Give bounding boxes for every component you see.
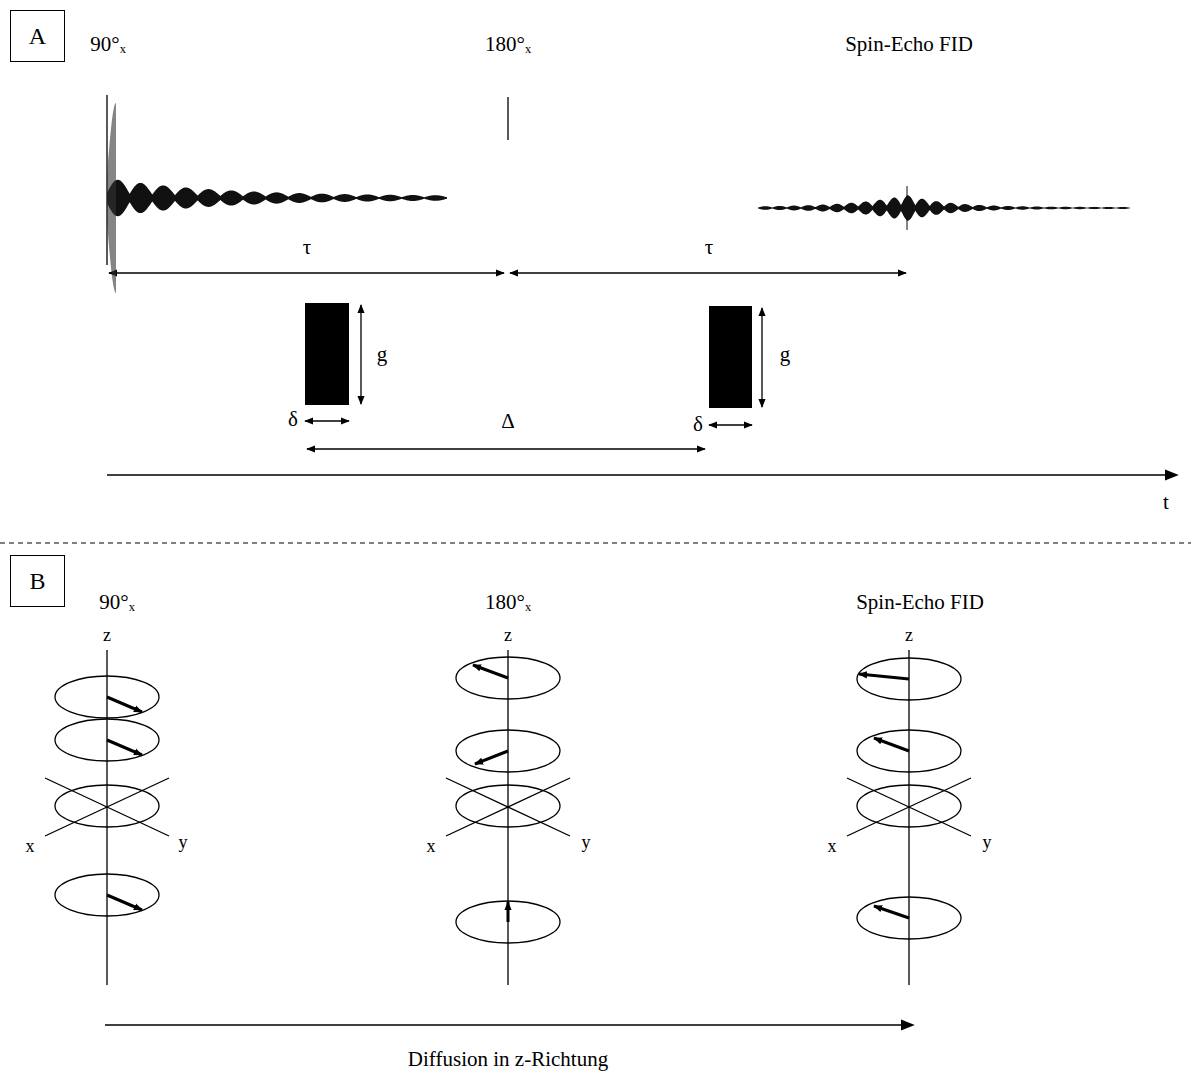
magnetization-vector [107, 697, 142, 712]
g-arrow [761, 308, 762, 407]
time-label: τ [705, 236, 713, 259]
time-label: τ [303, 236, 311, 259]
magnetization-vector [107, 740, 142, 755]
spin-stack [446, 650, 570, 985]
y-axis [847, 778, 971, 836]
x-axis [847, 778, 971, 836]
axis-label: x [828, 837, 837, 857]
echo-peak [907, 186, 908, 230]
spin-layer [857, 785, 961, 827]
tau-arrow [109, 272, 504, 273]
z-axis [507, 650, 508, 985]
gradient-label: g [780, 343, 791, 366]
axis-label: x [26, 837, 35, 857]
panel-letter: A [29, 24, 46, 48]
axis-label: y [983, 833, 992, 853]
y-axis [45, 778, 169, 836]
diffusion-arrow [105, 1024, 912, 1025]
interval-label: Δ [501, 410, 515, 433]
time-axis [107, 474, 1176, 475]
fid-start [107, 103, 116, 293]
pulse-label: 90°ₓ [99, 591, 135, 614]
axis-label: t [1163, 491, 1169, 514]
panel-letter-box: A [10, 10, 65, 62]
big-delta-arrow [307, 448, 705, 449]
axis-label: y [179, 833, 188, 853]
spin-layer [456, 785, 560, 827]
spin-layer [55, 676, 159, 718]
echo-signal [758, 195, 1130, 220]
spin-layer [857, 658, 961, 700]
g-arrow [360, 305, 361, 404]
axis-label: z [905, 626, 913, 646]
magnetization-vector [507, 902, 510, 922]
magnetization-vector [859, 674, 909, 679]
magnetization-vector [473, 665, 508, 678]
pulse-label: 180°ₓ [485, 33, 531, 56]
spin-layer [55, 785, 159, 827]
duration-label: δ [693, 413, 703, 436]
gradient-label: g [377, 343, 388, 366]
spin-layer [456, 730, 560, 772]
caption-text: Diffusion in z-Richtung [408, 1048, 608, 1071]
spin-layer [857, 730, 961, 772]
pulse-label: 90°ₓ [90, 33, 126, 56]
signal-label: Spin-Echo FID [856, 591, 984, 614]
spin-stack [45, 650, 169, 985]
duration-label: δ [288, 408, 298, 431]
z-axis [106, 650, 107, 985]
spin-stack [847, 650, 971, 985]
signal-label: Spin-Echo FID [845, 33, 973, 56]
gradient-pulse [305, 303, 349, 405]
axis-label: x [427, 837, 436, 857]
axis-label: z [504, 626, 512, 646]
spin-layer [55, 719, 159, 761]
y-axis [446, 778, 570, 836]
pulse-line [507, 97, 508, 140]
magnetization-vector [874, 906, 909, 918]
divider [0, 543, 1191, 544]
fid-signal [107, 180, 447, 216]
magnetization-vector [475, 751, 508, 764]
pulse-label: 180°ₓ [485, 591, 531, 614]
spin-layer [456, 657, 560, 699]
axis-label: z [103, 626, 111, 646]
gradient-pulse [709, 306, 752, 408]
magnetization-vector [874, 738, 909, 751]
delta-arrow [305, 420, 349, 421]
tau-arrow [510, 272, 906, 273]
spin-layer [456, 901, 560, 943]
magnetization-vector [107, 895, 142, 910]
x-axis [446, 778, 570, 836]
delta-arrow [709, 424, 752, 425]
spin-layer [857, 897, 961, 939]
spin-layer [55, 874, 159, 916]
panel-letter: B [29, 569, 45, 593]
x-axis [45, 778, 169, 836]
axis-label: y [582, 833, 591, 853]
panel-letter-box: B [10, 555, 65, 607]
